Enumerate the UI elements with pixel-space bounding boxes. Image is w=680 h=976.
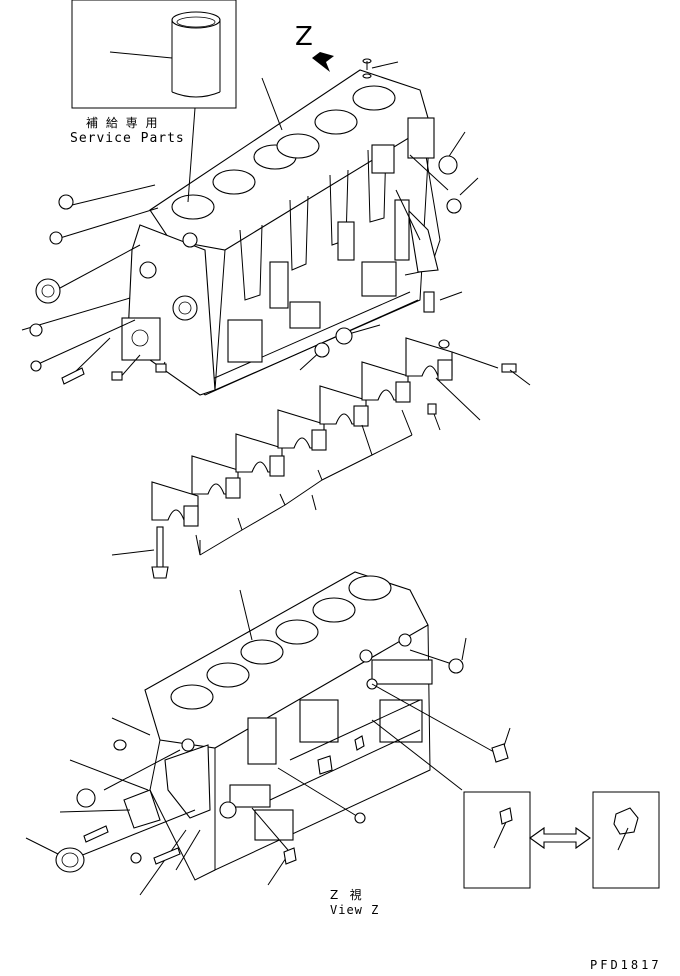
bearing-cap-5	[319, 385, 369, 427]
bottom-block-leaders	[25, 589, 511, 896]
bearing-cap-2	[191, 455, 241, 499]
bearing-cap-3	[235, 433, 285, 477]
cylinder-liner-part	[171, 11, 221, 98]
view-marker-label: Z	[295, 22, 313, 52]
top-small-parts	[29, 58, 462, 385]
view-z-detail	[463, 791, 660, 889]
service-parts-label-en: Service Parts	[70, 131, 185, 146]
top-cylinder-block	[121, 69, 441, 396]
view-z-arrow	[312, 52, 334, 72]
top-block-leaders	[21, 61, 479, 381]
detail-box-left	[463, 791, 531, 889]
bottom-cylinder-block	[123, 571, 433, 881]
swap-arrow-icon	[529, 826, 591, 850]
bearing-cap-6	[361, 361, 411, 403]
view-z-label-jp: Z 視	[330, 888, 362, 902]
main-bearing-bolt	[111, 526, 169, 579]
bottom-small-parts	[55, 658, 509, 873]
drawing-id: PFD1817	[590, 958, 662, 972]
detail-box-right	[592, 791, 660, 889]
main-bearing-caps	[151, 337, 453, 556]
bearing-cap-1	[151, 481, 199, 527]
service-parts-box	[71, 0, 237, 109]
service-parts-label-jp: 補 給 専 用	[86, 116, 160, 130]
cap-side-parts	[427, 339, 531, 431]
bearing-cap-4	[277, 409, 327, 451]
bearing-cap-7	[405, 337, 453, 381]
view-z-label-en: View Z	[330, 903, 380, 917]
